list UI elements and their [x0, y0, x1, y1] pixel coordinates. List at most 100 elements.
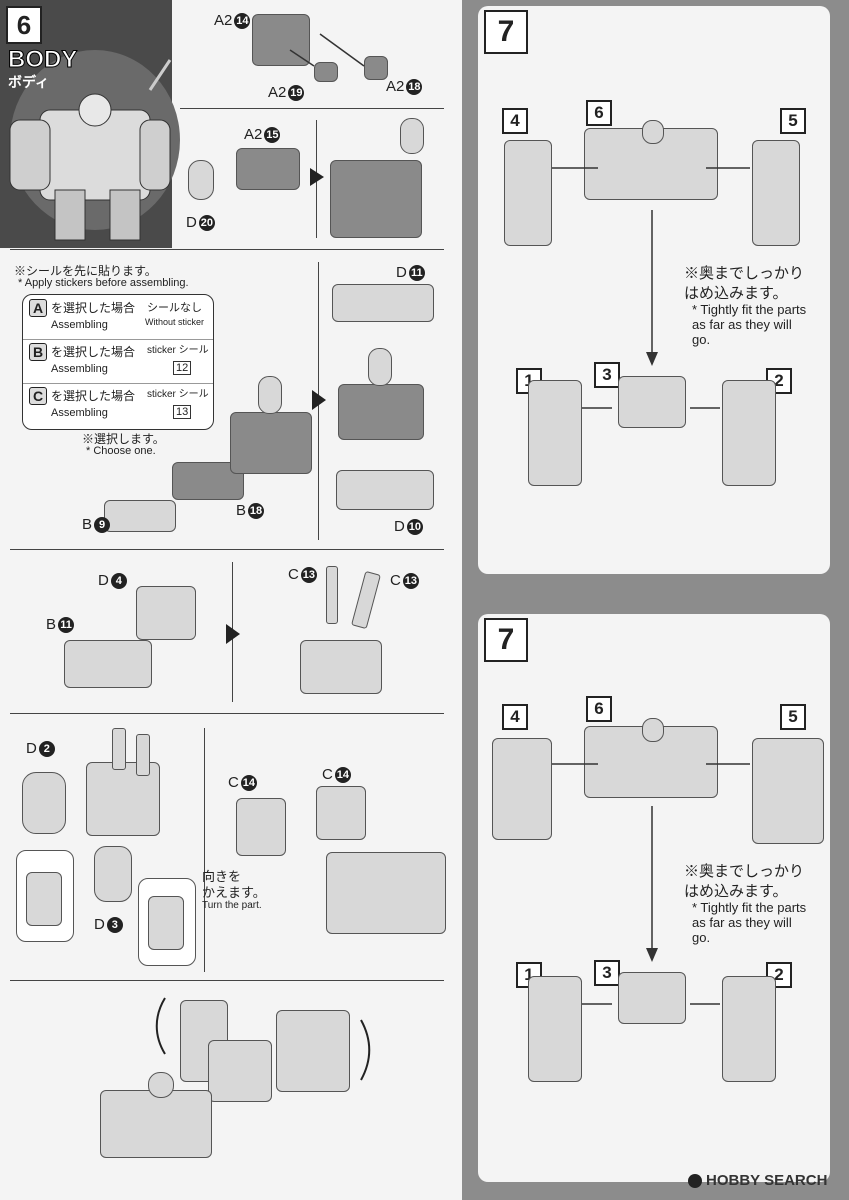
- step-number-badge: 6: [6, 6, 42, 44]
- part-a2-15: [236, 148, 300, 190]
- option-en: Assembling: [51, 319, 108, 331]
- thruster-a: [112, 728, 126, 770]
- leg-left: [528, 976, 582, 1082]
- step-number-badge: 7: [484, 10, 528, 54]
- option-row-c: C を選択した場合 Assembling sticker シール 13: [23, 383, 213, 427]
- choose-note-en: * Choose one.: [86, 445, 156, 457]
- watermark: HOBBY SEARCH: [688, 1172, 827, 1189]
- part-d3-detail: [148, 896, 184, 950]
- sticker-note-jp: ※シールを先に貼ります。: [14, 264, 157, 278]
- part-a2-18: [364, 56, 388, 80]
- turn-note-en: Turn the part.: [202, 900, 262, 911]
- assembled-backpack: [326, 852, 446, 934]
- fit-note-jp1: ※奥までしっかり: [684, 265, 805, 282]
- step-title-jp: ボディ: [8, 74, 50, 90]
- pilot-figure: [148, 1072, 174, 1098]
- option-jp: を選択した場合: [51, 301, 136, 315]
- assembled-torso: [230, 412, 312, 474]
- part-number-box: 4: [502, 704, 528, 730]
- assembled-torso-core: [330, 160, 422, 238]
- thruster-b: [136, 734, 150, 776]
- pilot-figure: [188, 160, 214, 200]
- option-letter-c: C: [29, 387, 47, 405]
- part-d4: [136, 586, 196, 640]
- arrow-right-icon: [226, 624, 240, 644]
- shoulder-right: [276, 1010, 350, 1092]
- fit-note-jp2: はめ込みます。: [684, 285, 788, 302]
- step-title-en: BODY: [7, 46, 78, 74]
- part-d2: [22, 772, 66, 834]
- part-number-box: 1: [516, 962, 542, 988]
- divider: [10, 549, 444, 550]
- sticker-number: 12: [173, 361, 192, 375]
- arm-left: [504, 140, 552, 246]
- part-number-box: 3: [594, 362, 620, 388]
- watermark-text: HOBBY SEARCH: [706, 1172, 828, 1189]
- arm-right: [752, 140, 800, 246]
- option-en: Assembling: [51, 363, 108, 375]
- rotate-arrow-icon: [155, 997, 166, 1055]
- fit-note-en: * Tightly fit the parts as far as they w…: [692, 302, 807, 347]
- option-right-jp: シールなし: [147, 302, 202, 314]
- turn-note-jp2: かえます。: [202, 885, 266, 900]
- leg-right: [722, 380, 776, 486]
- part-number-box: 5: [780, 704, 806, 730]
- part-number-box: 4: [502, 108, 528, 134]
- divider: [10, 980, 444, 981]
- part-b9-lower: [104, 500, 176, 532]
- arm-left: [492, 738, 552, 840]
- option-right-en: Without sticker: [145, 317, 205, 327]
- sticker-number: 13: [173, 405, 192, 419]
- part-d11: [332, 284, 434, 322]
- option-jp: を選択した場合: [51, 345, 136, 359]
- assembly-arrows: [552, 167, 750, 409]
- arrow-right-icon: [310, 168, 324, 186]
- part-b11: [64, 640, 152, 688]
- sticker-note-en: * Apply stickers before assembling.: [18, 277, 189, 289]
- backpack: [208, 1040, 272, 1102]
- part-c13a: [326, 566, 338, 624]
- detail-view-box: [138, 878, 196, 966]
- option-row-b: B を選択した場合 Assembling sticker シール 12: [23, 339, 213, 384]
- rotate-arrow-icon: [360, 1019, 371, 1081]
- leg-left: [528, 380, 582, 486]
- divider: [180, 108, 444, 109]
- option-right-jp: sticker シール: [147, 389, 209, 400]
- pilot-figure: [258, 376, 282, 414]
- waist: [618, 972, 686, 1024]
- option-right-jp: sticker シール: [147, 345, 209, 356]
- turn-note-jp1: 向きを: [202, 869, 242, 884]
- head: [642, 120, 664, 144]
- fit-note-jp1: ※奥までしっかり: [684, 863, 805, 880]
- part-number-box: 5: [780, 108, 806, 134]
- sticker-option-table: A を選択した場合 Assembling シールなし Without stick…: [22, 294, 214, 430]
- option-jp: を選択した場合: [51, 389, 136, 403]
- step-number-badge: 7: [484, 618, 528, 662]
- step7-bottom-panel: [478, 614, 830, 1182]
- torso-assembly: [100, 1090, 212, 1158]
- part-number-box: 6: [586, 100, 612, 126]
- option-row-a: A を選択した場合 Assembling シールなし Without stick…: [23, 295, 213, 340]
- head: [642, 718, 664, 742]
- arrow-right-icon: [312, 390, 326, 410]
- divider: [204, 728, 205, 972]
- part-number-box: 6: [586, 696, 612, 722]
- part-d2-detail: [26, 872, 62, 926]
- waist: [618, 376, 686, 428]
- part-c14a: [236, 798, 286, 856]
